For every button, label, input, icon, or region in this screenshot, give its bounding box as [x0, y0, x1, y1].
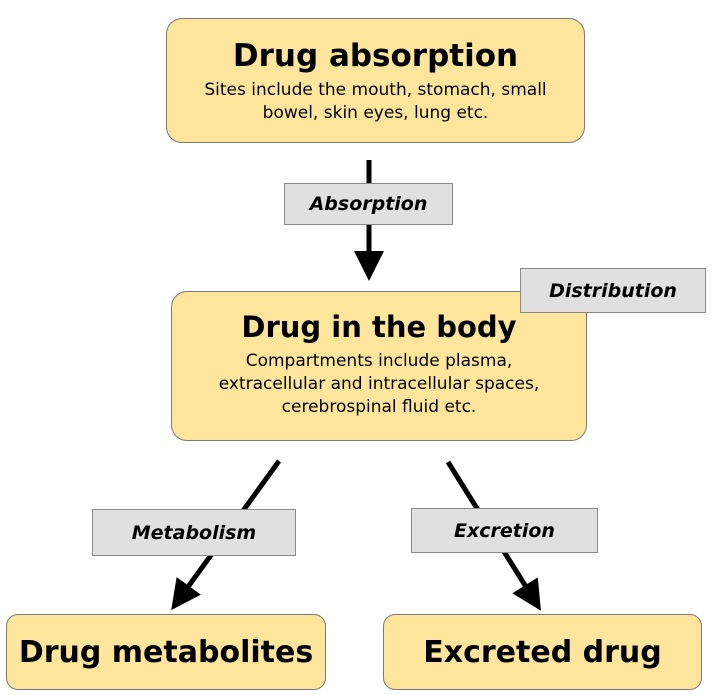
node-drug-in-body-body-line-3: cerebrospinal fluid etc. [281, 397, 477, 417]
node-drug-absorption: Drug absorption Sites include the mouth,… [166, 18, 585, 143]
node-drug-in-body-body-line-2: extracellular and intracellular spaces, [218, 374, 540, 394]
node-excreted-drug-title: Excreted drug [423, 634, 662, 670]
node-drug-metabolites: Drug metabolites [6, 614, 326, 690]
node-drug-in-body: Drug in the body Compartments include pl… [171, 291, 587, 441]
node-drug-absorption-title: Drug absorption [232, 38, 519, 74]
edge-label-metabolism: Metabolism [92, 509, 296, 556]
node-drug-absorption-body-line-2: bowel, skin eyes, lung etc. [262, 103, 489, 123]
node-drug-absorption-body-line-1: Sites include the mouth, stomach, small [204, 80, 547, 100]
node-drug-metabolites-title: Drug metabolites [18, 634, 314, 670]
node-excreted-drug: Excreted drug [383, 614, 702, 690]
edge-label-distribution: Distribution [520, 268, 706, 313]
edge-label-absorption: Absorption [284, 183, 453, 225]
edge-label-excretion: Excretion [411, 508, 598, 553]
node-drug-in-body-title: Drug in the body [241, 310, 517, 344]
node-drug-in-body-body-line-1: Compartments include plasma, [245, 351, 513, 371]
